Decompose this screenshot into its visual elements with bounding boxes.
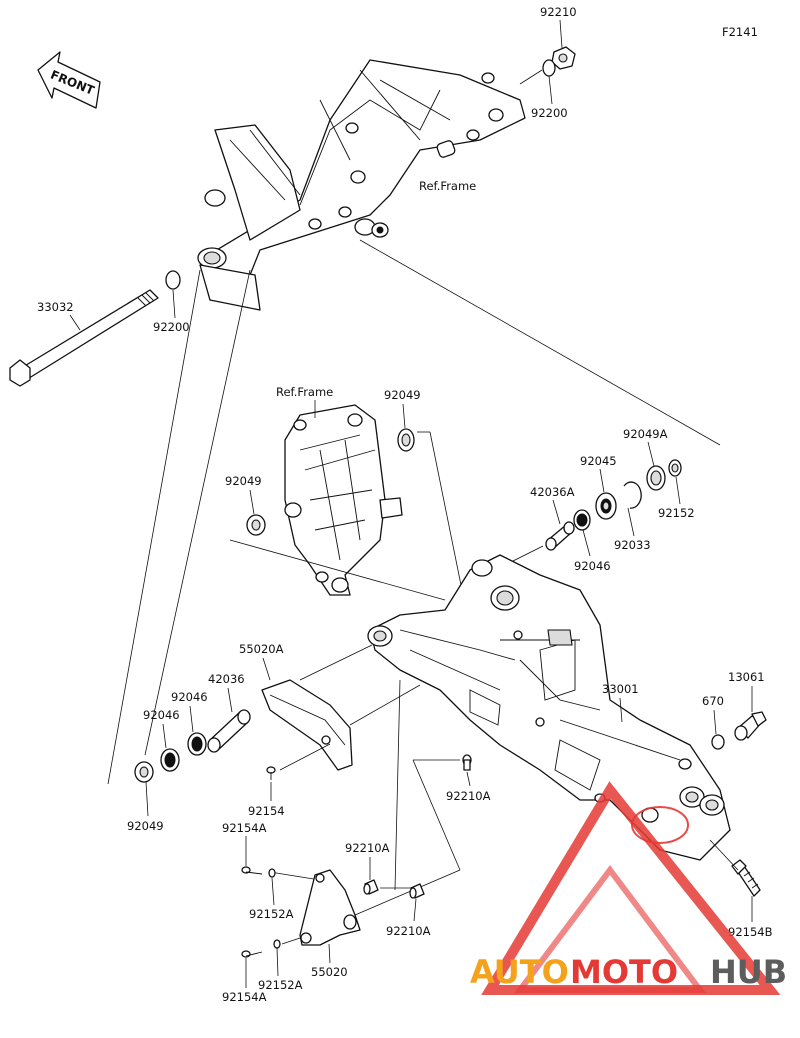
callout-92200-left: 92200	[153, 320, 190, 334]
callout-55020A: 55020A	[239, 642, 284, 656]
watermark-hub: HUB	[710, 953, 787, 991]
sleeve-42036	[207, 709, 251, 753]
callout-92049-upper: 92049	[384, 388, 421, 402]
swingarm-33001	[367, 554, 731, 861]
frame-top-assembly	[197, 59, 526, 311]
callout-92046-left-1: 92046	[143, 708, 180, 722]
bearing-92045	[595, 492, 617, 520]
circlip-92033	[623, 481, 642, 509]
automotohub-watermark: AUTO MOTO HUB	[470, 781, 787, 995]
frame-plate-mid	[284, 404, 403, 596]
callout-42036: 42036	[208, 672, 245, 686]
callout-92045: 92045	[580, 454, 617, 468]
washer-92200-left	[165, 270, 181, 290]
ref-frame-mid-label: Ref.Frame	[276, 385, 333, 399]
ref-frame-top-label: Ref.Frame	[419, 179, 476, 193]
collar-92210A-right	[409, 883, 425, 899]
collar-92152	[668, 459, 682, 477]
washer-670	[711, 734, 725, 750]
callout-92200-top: 92200	[531, 106, 568, 120]
callout-92046-right: 92046	[574, 559, 611, 573]
nut-92210	[551, 46, 576, 70]
callout-92154A-lower: 92154A	[222, 990, 267, 1004]
callout-13061: 13061	[728, 670, 765, 684]
pivot-shaft-33032	[9, 289, 159, 387]
callout-92154A-upper: 92154A	[222, 821, 267, 835]
bearing-92046-left-2	[187, 732, 207, 756]
washer-92200-top	[542, 59, 556, 77]
seal-92049-upper	[397, 428, 415, 452]
washer-92152A-lower	[273, 939, 281, 949]
watermark-moto: MOTO	[570, 953, 678, 991]
callout-92210A-upper: 92210A	[446, 789, 491, 803]
front-arrow-icon: FRONT	[37, 51, 101, 109]
callout-33001: 33001	[602, 682, 639, 696]
washer-92152A-upper	[268, 868, 276, 878]
nut-92210A-upper	[462, 754, 472, 771]
callout-92049-left: 92049	[225, 474, 262, 488]
collar-92210A-mid	[363, 879, 379, 895]
screw-92154A-upper	[241, 866, 263, 875]
callout-92033: 92033	[614, 538, 651, 552]
callout-42036A: 42036A	[530, 485, 575, 499]
callout-92154: 92154	[248, 804, 285, 818]
callout-55020: 55020	[311, 965, 348, 979]
figure-code: F2141	[722, 25, 758, 39]
bearing-92046-left-1	[160, 748, 180, 772]
watermark-auto: AUTO	[470, 953, 569, 991]
seal-92049-bottom	[134, 761, 154, 783]
callout-92046-left-2: 92046	[171, 690, 208, 704]
bracket-55020	[299, 869, 361, 946]
bearing-92046-right	[573, 509, 591, 531]
callout-92210A-right: 92210A	[386, 924, 431, 938]
seal-92049-left	[246, 514, 266, 536]
callout-92210A-mid: 92210A	[345, 841, 390, 855]
sleeve-42036A	[545, 521, 575, 551]
callout-92152A-upper: 92152A	[249, 907, 294, 921]
chain-guard-55020A	[261, 679, 353, 771]
callout-92152A-lower: 92152A	[258, 978, 303, 992]
seal-92049A	[646, 465, 666, 491]
screw-92154	[266, 766, 276, 780]
callout-92152: 92152	[658, 506, 695, 520]
adjuster-13061	[734, 711, 767, 741]
bolt-92154B	[731, 859, 761, 897]
callout-92049A: 92049A	[623, 427, 668, 441]
callout-670: 670	[702, 694, 724, 708]
screw-92154A-lower	[241, 950, 263, 958]
callout-92154B: 92154B	[728, 925, 773, 939]
callout-92210: 92210	[540, 5, 577, 19]
callout-92049-bottom: 92049	[127, 819, 164, 833]
callout-33032: 33032	[37, 300, 74, 314]
